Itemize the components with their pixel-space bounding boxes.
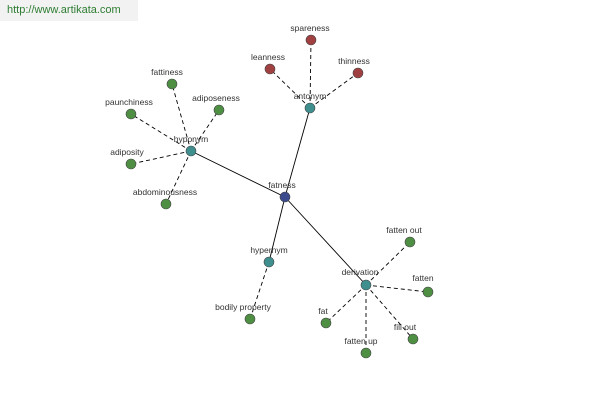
node-hypernym-label[interactable]: hypernym	[250, 245, 287, 255]
edge-hyponym-paunchiness	[130, 113, 192, 152]
node-antonym-label[interactable]: antonym	[294, 91, 327, 101]
node-fat-label[interactable]: fat	[318, 306, 328, 316]
edge-hypernym-bodily-property	[249, 261, 270, 320]
edge-derivation-fill-out	[365, 284, 414, 340]
node-derivation[interactable]	[360, 279, 372, 291]
node-adiposeness[interactable]	[213, 104, 225, 116]
edge-derivation-fatten-out	[365, 241, 411, 286]
node-fatten[interactable]	[422, 286, 434, 298]
node-hypernym[interactable]	[263, 256, 275, 268]
edge-hyponym-abdominousness	[165, 150, 192, 205]
edge-derivation-fatten	[365, 284, 429, 293]
node-fatness-label[interactable]: fatness	[268, 180, 295, 190]
edge-fatness-derivation	[284, 196, 367, 286]
node-derivation-label[interactable]: derivation	[342, 267, 379, 277]
node-abdominousness[interactable]	[160, 198, 172, 210]
node-fatten-up[interactable]	[360, 347, 372, 359]
node-thinness-label[interactable]: thinness	[338, 56, 370, 66]
node-fatness[interactable]	[279, 191, 291, 203]
node-adiposity-label[interactable]: adiposity	[110, 147, 144, 157]
node-fill-out-label[interactable]: fill out	[394, 322, 417, 332]
node-adiposity[interactable]	[125, 158, 137, 170]
edge-fatness-hypernym	[268, 196, 286, 263]
edge-hyponym-adiposeness	[190, 109, 220, 152]
edge-antonym-spareness	[309, 39, 312, 109]
node-fat[interactable]	[320, 317, 332, 329]
node-leanness[interactable]	[264, 63, 276, 75]
watermark-url[interactable]: http://www.artikata.com	[0, 0, 138, 21]
node-bodily-property[interactable]	[244, 313, 256, 325]
node-paunchiness[interactable]	[125, 108, 137, 120]
edge-hyponym-fattiness	[171, 83, 192, 152]
node-fattiness-label[interactable]: fattiness	[151, 67, 183, 77]
node-bodily-property-label[interactable]: bodily property	[215, 302, 272, 312]
node-fattiness[interactable]	[166, 78, 178, 90]
node-fatten-up-label[interactable]: fatten up	[344, 336, 377, 346]
edge-antonym-thinness	[309, 72, 359, 109]
node-hyponym-label[interactable]: hyponym	[174, 134, 209, 144]
edge-fatness-hyponym	[190, 150, 286, 198]
node-spareness[interactable]	[305, 34, 317, 46]
edge-antonym-leanness	[269, 68, 311, 109]
node-fatten-label[interactable]: fatten	[412, 273, 434, 283]
node-spareness-label[interactable]: spareness	[290, 23, 329, 33]
node-antonym[interactable]	[304, 102, 316, 114]
node-fatten-out[interactable]	[404, 236, 416, 248]
node-fatten-out-label[interactable]: fatten out	[386, 225, 422, 235]
node-fill-out[interactable]	[407, 333, 419, 345]
node-adiposeness-label[interactable]: adiposeness	[192, 93, 240, 103]
node-abdominousness-label[interactable]: abdominousness	[133, 187, 197, 197]
edge-hyponym-adiposity	[130, 150, 192, 165]
node-leanness-label[interactable]: leanness	[251, 52, 285, 62]
edge-derivation-fat	[325, 284, 367, 324]
edge-fatness-antonym	[284, 107, 311, 198]
node-thinness[interactable]	[352, 67, 364, 79]
node-paunchiness-label[interactable]: paunchiness	[105, 97, 153, 107]
node-hyponym[interactable]	[185, 145, 197, 157]
